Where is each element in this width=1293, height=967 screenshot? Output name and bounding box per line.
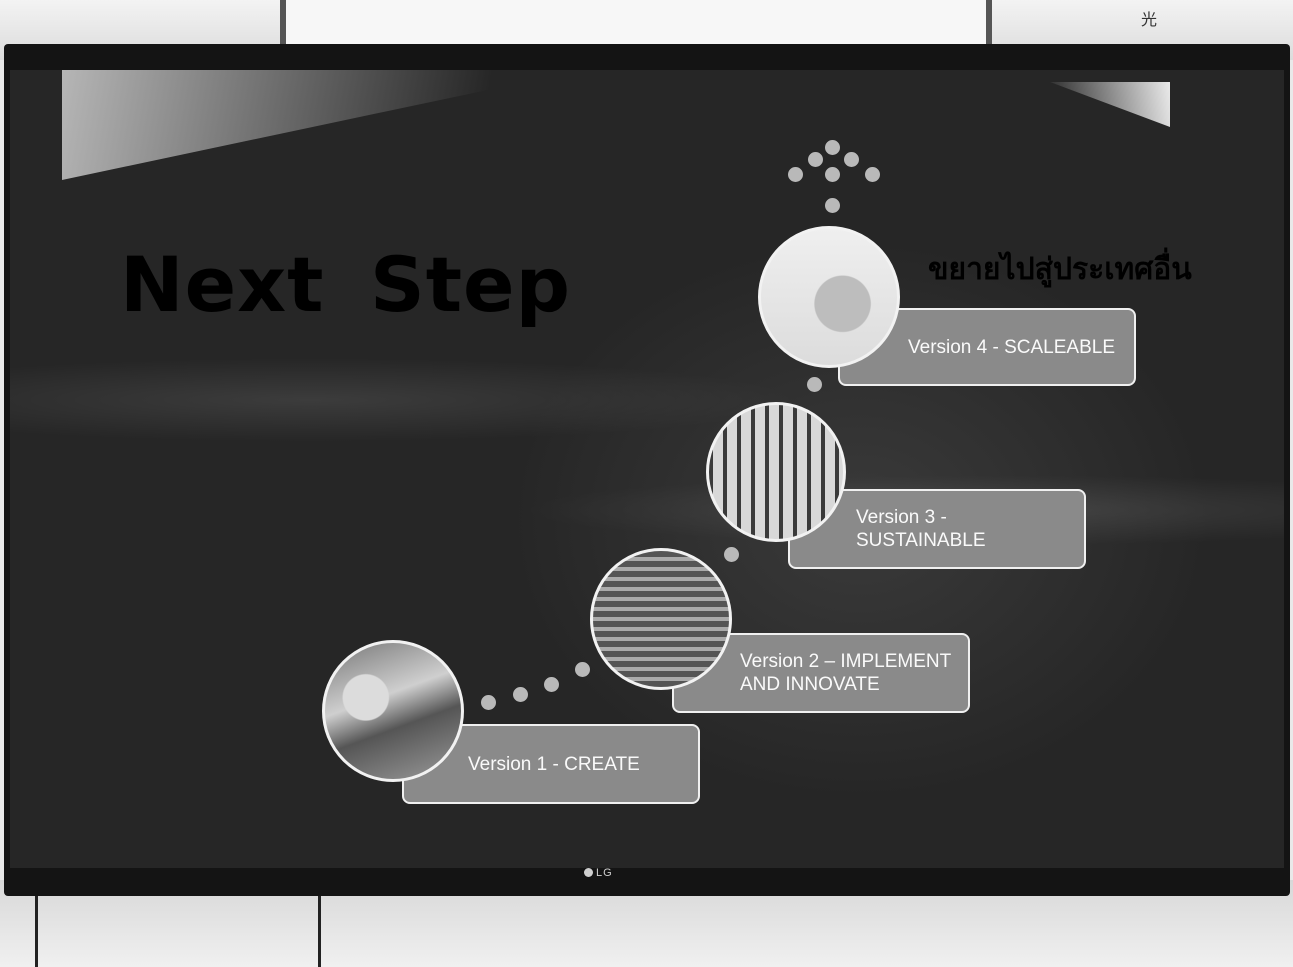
building-photo [706, 402, 846, 542]
cable [35, 885, 38, 967]
path-dot [865, 167, 880, 182]
path-dot [575, 662, 590, 677]
office-building-photo [590, 548, 732, 690]
map-photo [758, 226, 900, 368]
version-2-label: Version 2 – IMPLEMENT AND INNOVATE [740, 651, 952, 695]
path-dot [544, 677, 559, 692]
cable [318, 885, 321, 967]
path-dot [807, 377, 822, 392]
path-dot [825, 198, 840, 213]
tv-monitor: Next Step ขยายไปสู่ประเทศอื่น Version 4 … [4, 44, 1290, 896]
version-4-label: Version 4 - SCALEABLE [908, 336, 1115, 358]
screen-glare [62, 70, 582, 180]
path-dot [788, 167, 803, 182]
screen-glare [1050, 82, 1170, 127]
slide-title: Next Step [120, 240, 571, 329]
wall-picture-frame: 光 [280, 0, 1157, 50]
path-dot [825, 140, 840, 155]
path-dot [825, 167, 840, 182]
wall-glyph: 光 [1141, 10, 1158, 29]
path-dot [724, 547, 739, 562]
tv-brand-logo: LG [584, 867, 613, 879]
sign-photo [322, 640, 464, 782]
path-dot [481, 695, 496, 710]
path-dot [808, 152, 823, 167]
path-dot [513, 687, 528, 702]
path-dot [844, 152, 859, 167]
version-3-label: Version 3 - SUSTAINABLE [856, 507, 986, 551]
presentation-screen: Next Step ขยายไปสู่ประเทศอื่น Version 4 … [10, 70, 1284, 868]
version-1-label: Version 1 - CREATE [468, 753, 640, 775]
thai-caption: ขยายไปสู่ประเทศอื่น [928, 252, 1192, 287]
